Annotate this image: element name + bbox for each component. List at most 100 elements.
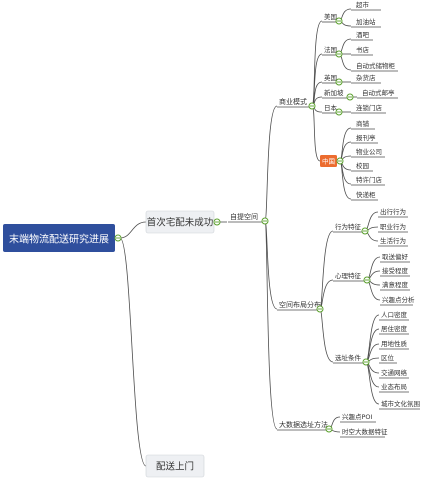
collapse-toggle-icon[interactable] <box>114 234 122 242</box>
node-label: 法国 <box>324 45 337 54</box>
node-label: 心理特征 <box>335 271 362 280</box>
node-label: 大数据选址方法 <box>279 420 328 429</box>
root-label: 末端物流配送研究进展 <box>9 233 109 246</box>
leaf-label: 生活行为 <box>380 236 406 245</box>
node-business-model[interactable]: 商业模式 <box>277 97 309 108</box>
branch-label: 首次宅配未成功 <box>147 217 214 229</box>
collapse-toggle-icon[interactable] <box>346 93 354 101</box>
node-country-us[interactable]: 美国 <box>322 12 337 23</box>
node-psychology-feature[interactable]: 心理特征 <box>333 271 364 282</box>
leaf-behavior-travel[interactable]: 出行行为 <box>378 207 408 218</box>
leaf-label: 兴趣点POI <box>342 412 373 421</box>
leaf-psych-acceptance[interactable]: 接受程度 <box>380 266 410 277</box>
node-country-fr[interactable]: 法国 <box>322 45 337 56</box>
leaf-cn-franchise-store[interactable]: 特许门店 <box>351 175 385 186</box>
node-country-uk[interactable]: 英国 <box>322 73 337 84</box>
leaf-fr-locker[interactable]: 自动式储物柜 <box>351 61 398 72</box>
collapse-toggle-icon[interactable] <box>362 358 370 366</box>
branch-door-delivery[interactable]: 配送上门 <box>145 454 205 478</box>
leaf-label: 校园 <box>356 161 369 170</box>
collapse-toggle-icon[interactable] <box>325 425 333 433</box>
collapse-toggle-icon[interactable] <box>335 78 343 86</box>
collapse-toggle-icon[interactable] <box>361 227 369 235</box>
collapse-toggle-icon[interactable] <box>316 305 324 313</box>
node-label: 自提空间 <box>230 212 258 221</box>
node-behavior-feature[interactable]: 行为特征 <box>333 222 362 233</box>
leaf-fr-bookstore[interactable]: 书店 <box>351 45 373 56</box>
node-label: 美国 <box>324 12 337 21</box>
leaf-loc-population[interactable]: 人口密度 <box>379 310 409 321</box>
leaf-label: 居住密度 <box>381 324 408 333</box>
node-location-condition[interactable]: 选址条件 <box>333 353 363 364</box>
collapse-toggle-icon[interactable] <box>308 102 316 110</box>
leaf-label: 人口密度 <box>381 310 408 319</box>
leaf-label: 满意程度 <box>382 280 409 289</box>
leaf-label: 加油站 <box>356 17 376 26</box>
leaf-loc-location[interactable]: 区位 <box>379 353 397 364</box>
leaf-uk-grocery[interactable]: 杂货店 <box>351 73 381 84</box>
leaf-cn-property-company[interactable]: 物业公司 <box>351 147 385 158</box>
leaf-label: 连锁门店 <box>356 103 383 112</box>
collapse-toggle-icon[interactable] <box>336 157 344 165</box>
node-spatial-layout[interactable]: 空间布局分布 <box>277 300 321 311</box>
leaf-behavior-work[interactable]: 职业行为 <box>378 222 408 233</box>
leaf-us-gas-station[interactable]: 加油站 <box>351 17 381 28</box>
leaf-sg-kiosk[interactable]: 自动式邮亭 <box>357 88 398 99</box>
leaf-label: 自动式储物柜 <box>356 61 396 70</box>
leaf-cn-parcel-locker[interactable]: 快递柜 <box>351 190 378 201</box>
node-country-cn-highlighted[interactable]: 中国 <box>320 155 337 167</box>
node-label: 中国 <box>322 157 335 166</box>
branch-first-delivery-failed[interactable]: 首次宅配未成功 <box>145 210 215 234</box>
leaf-bigdata-spatiotemporal[interactable]: 时空大数据特征 <box>340 427 388 438</box>
node-label: 商业模式 <box>279 97 307 106</box>
leaf-label: 特许门店 <box>356 175 383 184</box>
connector-lines <box>119 8 381 467</box>
node-big-data-method[interactable]: 大数据选址方法 <box>277 420 328 431</box>
collapse-toggle-icon[interactable] <box>335 17 343 25</box>
leaf-label: 业态布局 <box>381 382 407 391</box>
node-label: 日本 <box>324 103 338 112</box>
node-country-jp[interactable]: 日本 <box>322 103 338 114</box>
leaf-loc-transport[interactable]: 交通网络 <box>379 368 409 379</box>
leaf-label: 物业公司 <box>356 147 382 156</box>
leaf-us-supermarket[interactable]: 超市 <box>351 0 381 11</box>
leaf-cn-campus[interactable]: 校园 <box>351 161 373 172</box>
leaf-label: 酒吧 <box>356 31 370 39</box>
collapse-toggle-icon[interactable] <box>363 276 371 284</box>
node-country-sg[interactable]: 新加坡 <box>322 88 347 99</box>
leaf-bigdata-poi[interactable]: 兴趣点POI <box>340 412 376 423</box>
leaf-jp-chain-store[interactable]: 连锁门店 <box>351 103 386 114</box>
leaf-behavior-life[interactable]: 生活行为 <box>378 236 408 247</box>
collapse-toggle-icon[interactable] <box>261 217 269 225</box>
node-label: 英国 <box>324 73 337 82</box>
leaf-loc-urban-culture[interactable]: 城市文化氛围 <box>379 399 420 410</box>
root-node[interactable] <box>3 224 115 252</box>
node-label: 空间布局分布 <box>279 300 321 309</box>
node-label: 行为特征 <box>335 222 362 231</box>
branch-label: 配送上门 <box>156 461 194 473</box>
leaf-cn-newsstand[interactable]: 报刊亭 <box>351 133 378 144</box>
node-label: 选址条件 <box>335 353 362 362</box>
collapse-toggle-icon[interactable] <box>335 50 343 58</box>
node-self-pickup-space[interactable]: 自提空间 <box>228 212 262 223</box>
leaf-label: 商铺 <box>356 119 370 128</box>
leaf-label: 交通网络 <box>381 368 408 377</box>
leaf-label: 超市 <box>356 0 370 9</box>
leaf-psych-satisfaction[interactable]: 满意程度 <box>380 280 410 291</box>
leaf-label: 取送偏好 <box>382 252 409 261</box>
leaf-loc-residential[interactable]: 居住密度 <box>379 324 409 335</box>
leaf-fr-bar[interactable]: 酒吧 <box>351 31 373 41</box>
collapse-toggle-icon[interactable] <box>335 108 343 116</box>
leaf-label: 用地性质 <box>381 339 408 348</box>
leaf-psych-interest[interactable]: 兴趣点分析 <box>380 295 415 306</box>
leaf-psych-preference[interactable]: 取送偏好 <box>380 252 410 263</box>
leaf-label: 快递柜 <box>356 190 376 199</box>
leaf-cn-shop[interactable]: 商铺 <box>351 119 375 130</box>
leaf-label: 出行行为 <box>380 207 406 216</box>
leaf-label: 区位 <box>381 353 395 362</box>
leaf-loc-business-layout[interactable]: 业态布局 <box>379 382 409 393</box>
leaf-loc-land-use[interactable]: 用地性质 <box>379 339 409 350</box>
leaf-label: 职业行为 <box>380 222 406 231</box>
collapse-toggle-icon[interactable] <box>213 218 221 226</box>
